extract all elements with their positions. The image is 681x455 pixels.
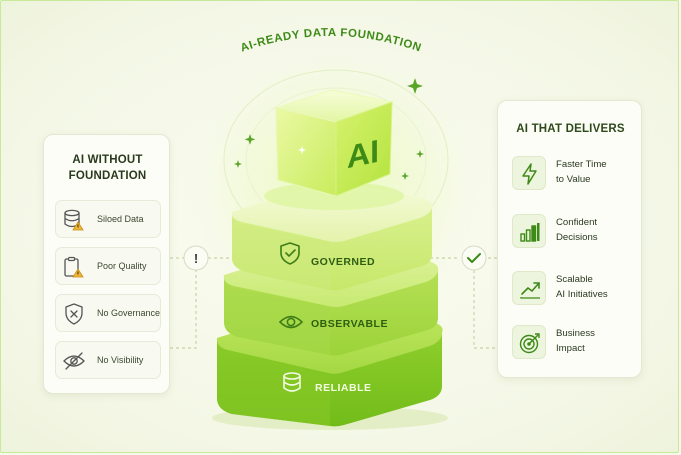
sparkle-icon — [244, 134, 256, 145]
left-warning-marker: ! — [183, 245, 209, 271]
icon-box — [512, 325, 546, 359]
list-item-no-visibility: No Visibility — [55, 341, 161, 379]
list-item-poor-quality: Poor Quality — [55, 247, 161, 285]
right-check-marker — [461, 245, 487, 271]
icon-box — [512, 271, 546, 305]
sparkle-icon — [407, 78, 423, 94]
database-warning-icon — [64, 209, 84, 231]
sparkle-icons — [234, 78, 424, 180]
trend-up-icon — [520, 282, 540, 299]
clipboard-warning-icon — [64, 256, 84, 278]
icon-box — [512, 156, 546, 190]
left-connector-bottom — [170, 270, 197, 349]
list-item-siloed-data: Siloed Data — [55, 200, 161, 238]
cube-label: AI — [347, 133, 379, 175]
right-connector-bottom — [473, 270, 497, 349]
check-icon — [467, 253, 481, 263]
left-title-line1: AI WITHOUT — [72, 154, 143, 166]
layer-label-observable: OBSERVABLE — [311, 318, 388, 330]
left-title-line2: FOUNDATION — [68, 170, 147, 182]
layer-label-governed: GOVERNED — [311, 256, 376, 268]
target-icon — [519, 333, 540, 354]
lightning-icon — [522, 163, 537, 185]
item-label: Siloed Data — [97, 214, 144, 224]
eye-slash-icon — [63, 352, 85, 370]
item-label: No Governance — [97, 308, 161, 318]
page-title: AI-READY DATA FOUNDATION — [239, 27, 423, 55]
svg-text:AI-READY DATA FOUNDATION: AI-READY DATA FOUNDATION — [239, 27, 423, 55]
shield-x-icon — [65, 303, 83, 325]
sparkle-icon — [416, 150, 424, 158]
right-panel-title: AI THAT DELIVERS — [516, 123, 625, 135]
sparkle-icon — [234, 160, 242, 168]
sparkle-icon — [401, 172, 409, 180]
icon-box — [512, 214, 546, 248]
svg-text:!: ! — [194, 251, 198, 266]
eye-icon — [278, 315, 304, 329]
shield-check-icon — [280, 242, 300, 265]
left-panel-title: AI WITHOUT FOUNDATION — [44, 152, 171, 184]
database-icon — [283, 372, 301, 392]
layer-label-reliable: RELIABLE — [315, 382, 372, 394]
bar-chart-icon — [520, 223, 540, 242]
list-item-no-governance: No Governance — [55, 294, 161, 332]
item-label: Poor Quality — [97, 261, 147, 271]
ai-cube: AI — [264, 89, 404, 210]
item-label: No Visibility — [97, 355, 144, 365]
sparkle-icon — [298, 146, 306, 154]
ai-without-foundation-panel: AI WITHOUT FOUNDATION Siloed Data Poor Q… — [43, 134, 170, 394]
title-text: AI-READY DATA FOUNDATION — [239, 27, 422, 55]
